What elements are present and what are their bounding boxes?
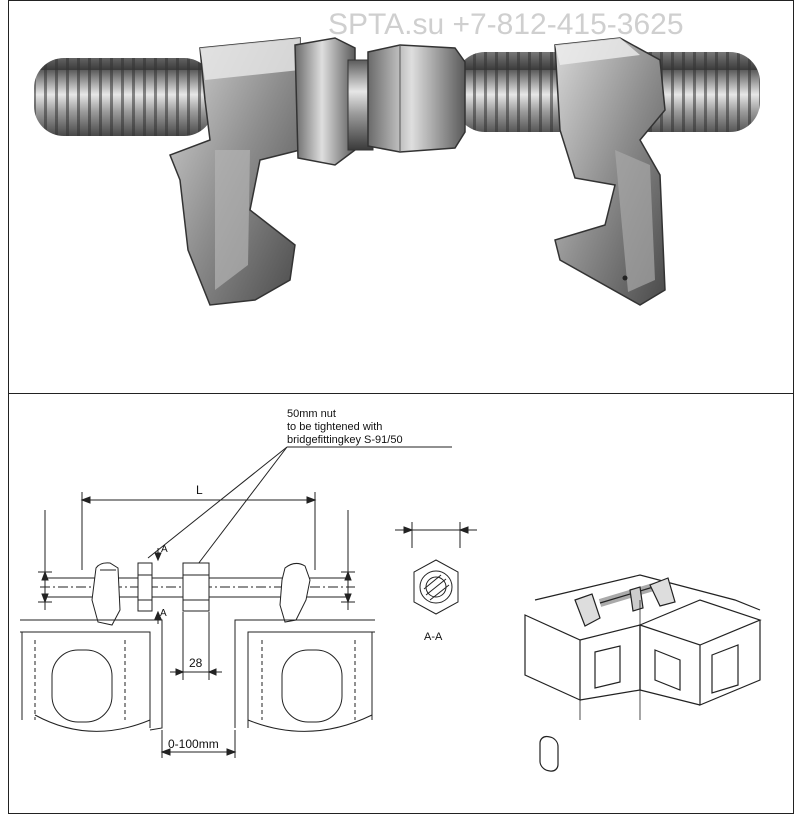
drawing-nuts <box>137 562 210 612</box>
note-line-1: 50mm nut <box>287 408 336 420</box>
note-line-2: to be tightened with <box>287 421 382 433</box>
bridge-fitting-photo: SPTA.su +7-812-415-3625 <box>34 8 760 306</box>
panel-divider <box>8 393 794 394</box>
drawing-right-hook <box>279 562 311 623</box>
figure-frame <box>8 0 794 814</box>
dimension-L-label: L <box>196 483 203 497</box>
section-marks: A A <box>154 544 168 624</box>
dimension-28-label: 28 <box>189 656 203 670</box>
isometric-view <box>524 574 762 772</box>
hex-nut-assembly <box>294 37 466 166</box>
dimension-range-label: 0-100mm <box>168 737 219 751</box>
drawing-left-hook <box>91 562 121 626</box>
section-marker-bottom: A <box>160 608 167 619</box>
left-hook-fitting <box>169 37 301 306</box>
technical-drawing: 50mm nut to be tightened with bridgefitt… <box>20 408 762 772</box>
dimension-L: L <box>80 483 317 570</box>
dimension-28: 28 <box>170 612 222 680</box>
section-marker-top: A <box>161 544 168 555</box>
dimension-range: 0-100mm <box>160 730 237 758</box>
right-hook-fitting <box>554 37 666 306</box>
container-right <box>234 619 375 732</box>
watermark-text: SPTA.su +7-812-415-3625 <box>328 8 684 41</box>
section-view: A-A <box>395 522 477 643</box>
section-label: A-A <box>424 631 443 643</box>
leader-line-left <box>147 446 288 559</box>
note-line-3: bridgefittingkey S-91/50 <box>287 434 403 446</box>
container-left <box>20 619 163 732</box>
nut-note: 50mm nut to be tightened with bridgefitt… <box>147 408 452 569</box>
leader-line-right <box>194 446 288 569</box>
